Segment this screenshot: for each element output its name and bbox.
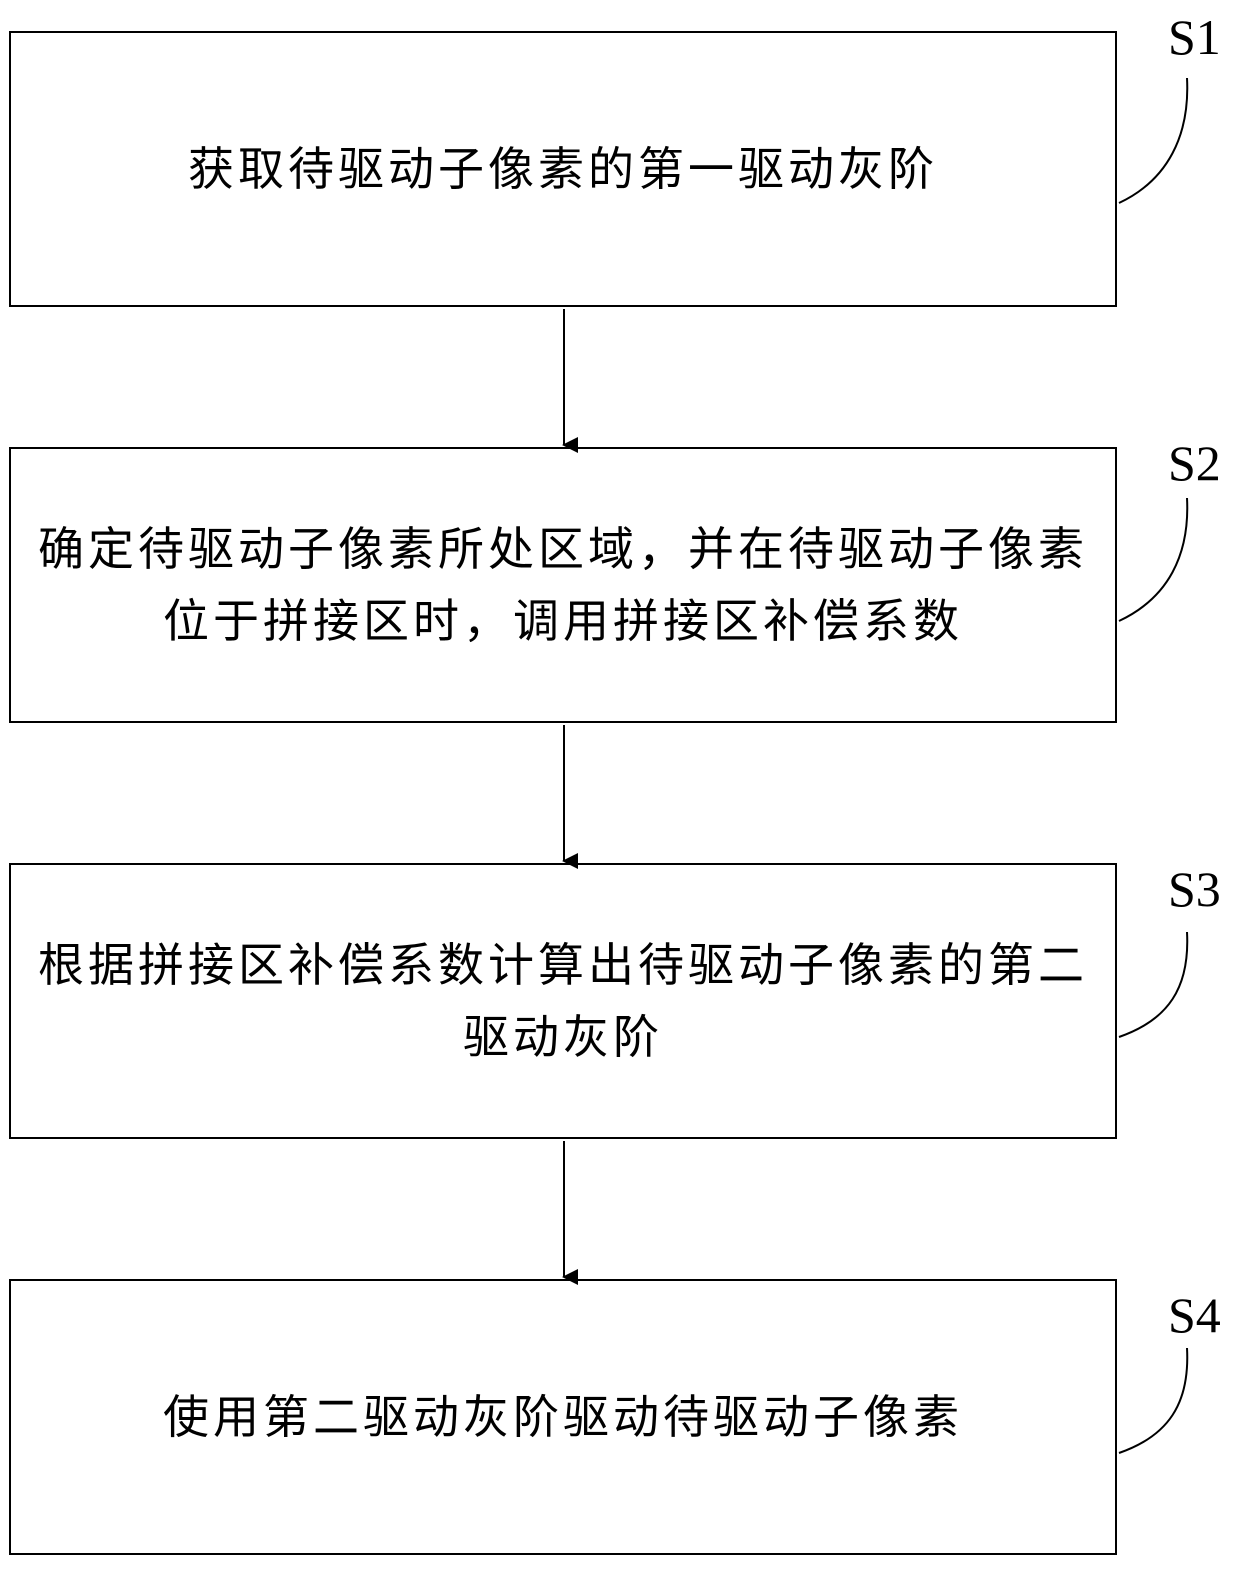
step-label-s1: S1 — [1168, 12, 1238, 62]
step-box-s3: 根据拼接区补偿系数计算出待驱动子像素的第二驱动灰阶 — [9, 863, 1117, 1139]
step-label-s2: S2 — [1168, 438, 1238, 488]
step-box-s1: 获取待驱动子像素的第一驱动灰阶 — [9, 31, 1117, 307]
leader-s2 — [1119, 498, 1187, 621]
step-text-s2: 确定待驱动子像素所处区域，并在待驱动子像素位于拼接区时，调用拼接区补偿系数 — [11, 513, 1115, 657]
leader-s1 — [1119, 78, 1187, 203]
step-label-s3: S3 — [1168, 864, 1238, 914]
step-text-s1: 获取待驱动子像素的第一驱动灰阶 — [11, 133, 1115, 205]
step-box-s2: 确定待驱动子像素所处区域，并在待驱动子像素位于拼接区时，调用拼接区补偿系数 — [9, 447, 1117, 723]
step-label-s4: S4 — [1168, 1290, 1238, 1340]
step-text-s3: 根据拼接区补偿系数计算出待驱动子像素的第二驱动灰阶 — [11, 929, 1115, 1073]
step-box-s4: 使用第二驱动灰阶驱动待驱动子像素 — [9, 1279, 1117, 1555]
leader-s3 — [1119, 932, 1187, 1037]
step-text-s4: 使用第二驱动灰阶驱动待驱动子像素 — [11, 1381, 1115, 1453]
leader-s4 — [1119, 1348, 1187, 1453]
